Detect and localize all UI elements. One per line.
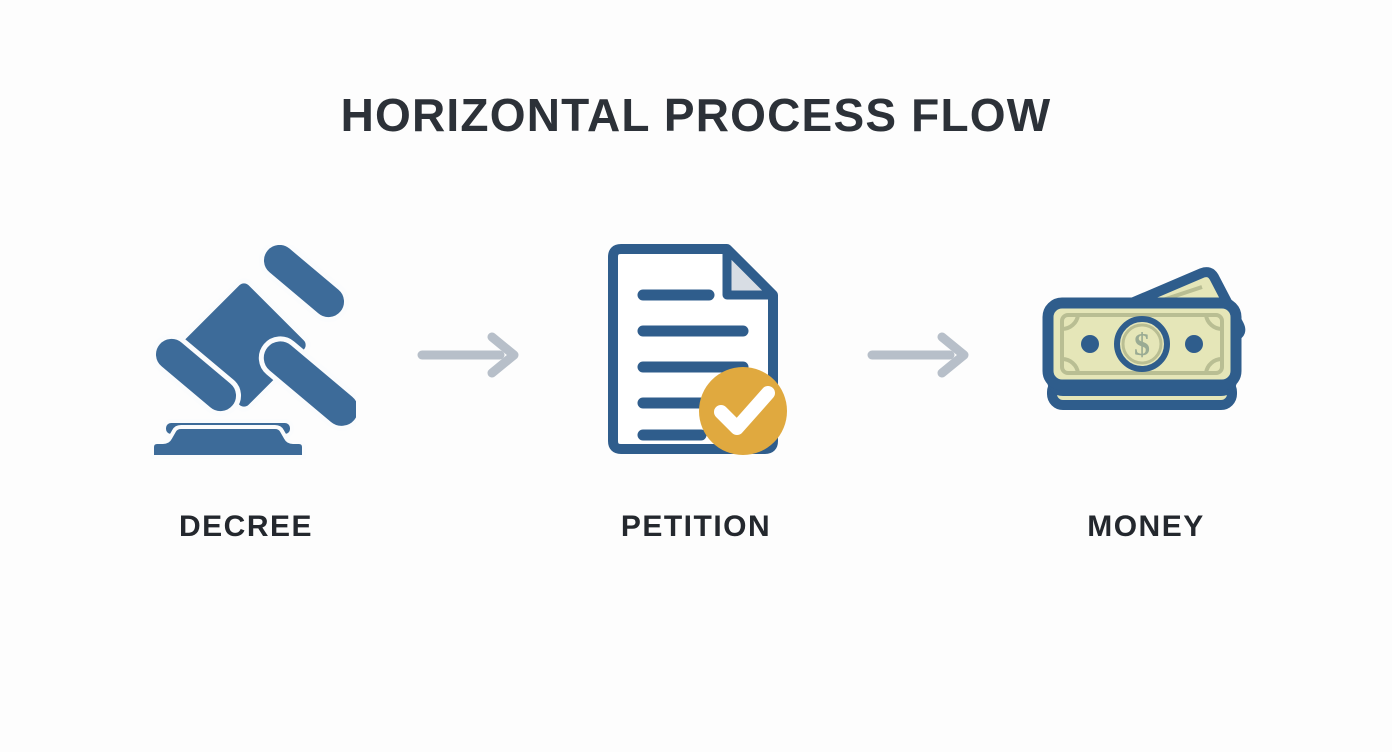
gavel-icon xyxy=(150,245,356,459)
banknotes-icon: $ xyxy=(1042,266,1245,410)
process-step-decree[interactable]: DECREE xyxy=(96,240,396,544)
document-check-icon xyxy=(608,243,787,455)
arrow-right-icon xyxy=(417,332,519,378)
process-flow-row: DECREE xyxy=(0,240,1392,580)
document-check-icon-container xyxy=(581,240,811,470)
connector-1 xyxy=(396,240,546,470)
connector-2 xyxy=(846,240,996,470)
arrow-right-icon xyxy=(867,332,969,378)
process-step-petition[interactable]: PETITION xyxy=(546,240,846,544)
gavel-icon-container xyxy=(131,240,361,470)
svg-text:$: $ xyxy=(1134,326,1150,362)
step-label-money: MONEY xyxy=(1087,510,1205,543)
banknotes-icon-container: $ xyxy=(1031,240,1261,470)
page-title: HORIZONTAL PROCESS FLOW xyxy=(340,89,1052,141)
step-label-petition: PETITION xyxy=(620,510,772,543)
step-label-decree: DECREE xyxy=(178,510,314,543)
process-step-money[interactable]: $ MONEY xyxy=(996,240,1296,544)
